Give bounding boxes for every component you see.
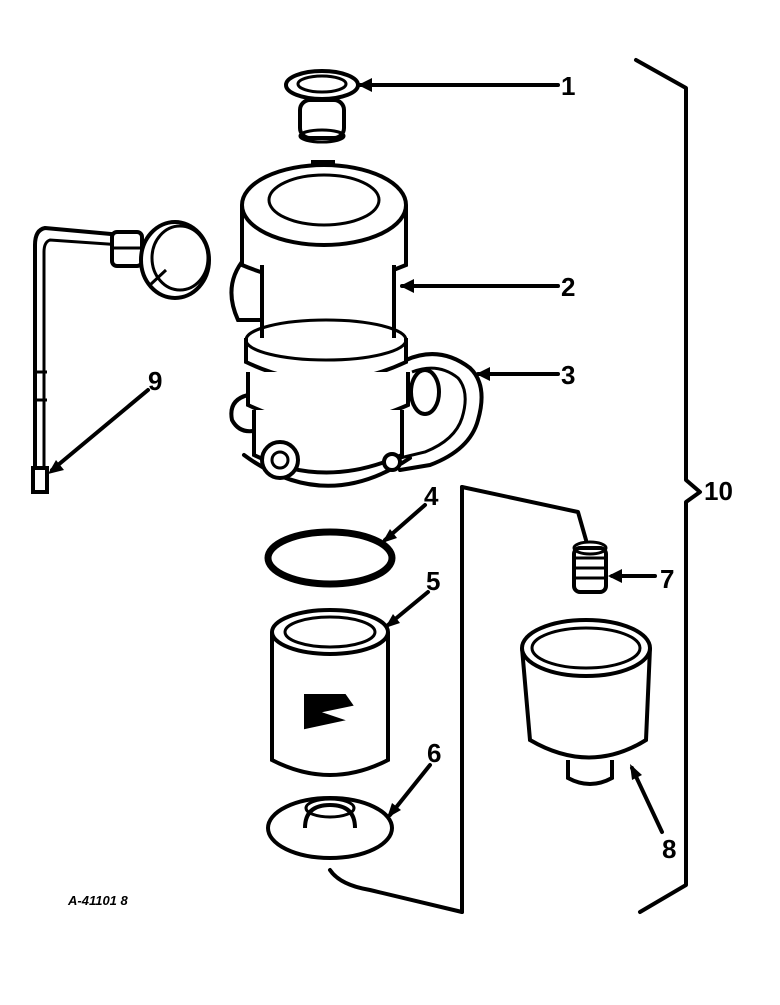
callout-9: 9	[148, 366, 162, 396]
part-4-gasket	[264, 528, 396, 588]
part-9-wire-lead	[31, 220, 211, 494]
callout-6: 6	[427, 738, 441, 768]
part-8-bowl	[520, 618, 652, 786]
part-6-bottom-seal	[266, 796, 394, 860]
part-1-cap	[284, 69, 360, 144]
callout-1: 1	[561, 71, 575, 101]
leader-lines	[48, 78, 664, 834]
callout-4: 4	[424, 481, 439, 511]
callout-10: 10	[704, 476, 733, 506]
figure-id: A-41101 8	[67, 893, 129, 908]
kit-bracket	[328, 58, 702, 914]
callout-2: 2	[561, 272, 575, 302]
callout-3: 3	[561, 360, 575, 390]
part-3-bracket	[229, 352, 484, 488]
callout-7: 7	[660, 564, 674, 594]
callout-5: 5	[426, 566, 440, 596]
part-7-spring	[572, 540, 608, 594]
part-5-filter-element	[270, 608, 390, 777]
callout-8: 8	[662, 834, 676, 864]
part-2-pump-body	[229, 160, 408, 383]
